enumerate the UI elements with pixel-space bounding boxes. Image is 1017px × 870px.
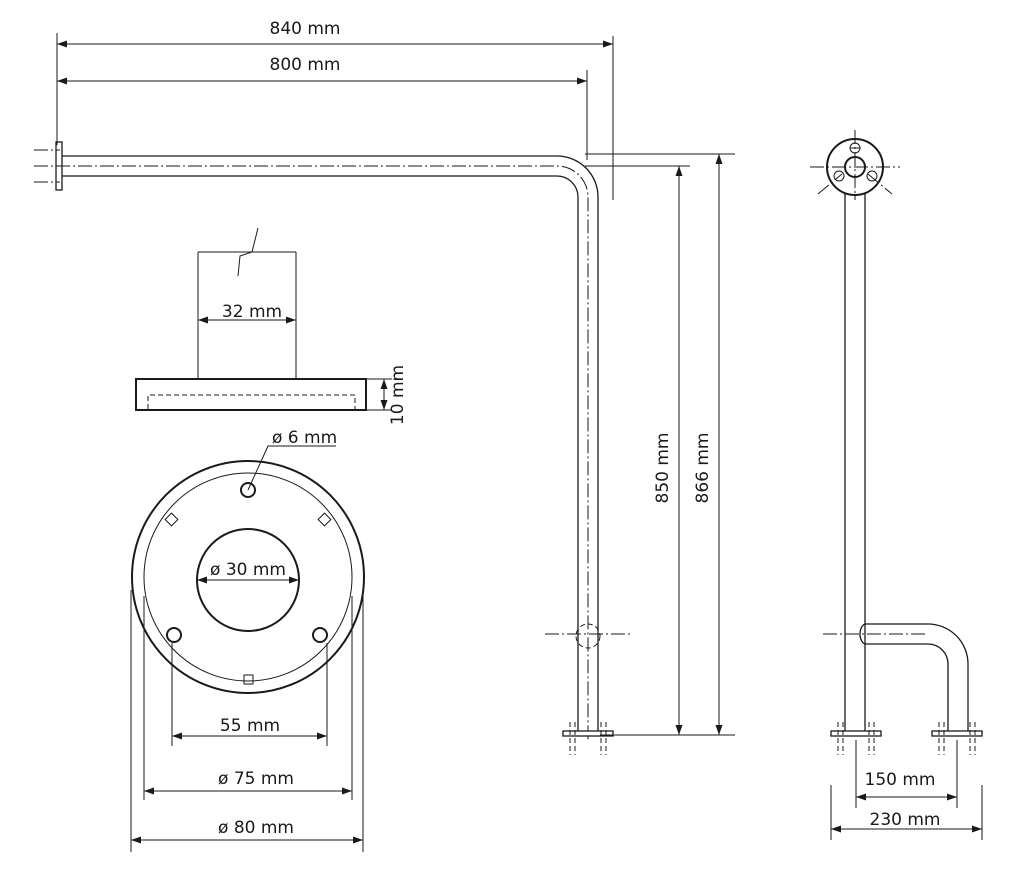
dim-label-55: 55 mm <box>220 716 280 736</box>
rosette-inner-circle <box>143 472 353 682</box>
side-foot-left <box>830 730 882 737</box>
tube-upper-contour <box>62 155 599 735</box>
square-mark-right <box>317 512 332 527</box>
rosette-section-detail: 32 mm 10 mm <box>135 227 408 425</box>
screw-hole-top <box>240 482 256 498</box>
dim-label-150: 150 mm <box>865 770 936 790</box>
side-return-upper <box>865 623 969 733</box>
dim-label-32: 32 mm <box>222 302 282 322</box>
side-return-cap <box>859 623 867 645</box>
tube-lower-contour <box>62 175 579 735</box>
dim-label-6: ø 6 mm <box>272 428 337 448</box>
dim-label-840: 840 mm <box>270 19 341 39</box>
front-view: 840 mm 800 mm 850 mm 866 mm <box>34 19 735 755</box>
dim-label-30: ø 30 mm <box>210 560 286 580</box>
dim-label-230: 230 mm <box>870 810 941 830</box>
section-mark-circle <box>575 623 601 649</box>
break-line <box>237 227 259 277</box>
leader-6 <box>247 445 336 491</box>
rosette-hidden-contour <box>147 394 356 409</box>
square-mark-left <box>164 512 179 527</box>
screw-hole-left <box>166 627 182 643</box>
rosette-plan-detail: ø 6 mm ø 30 mm 55 mm ø 75 mm ø 80 mm <box>130 428 365 852</box>
dim-label-80: ø 80 mm <box>218 818 294 838</box>
side-view: 150 mm 230 mm <box>810 130 983 840</box>
floor-foot <box>562 730 614 737</box>
dim-label-866: 866 mm <box>693 433 713 504</box>
dim-label-800: 800 mm <box>270 55 341 75</box>
side-screw-right <box>866 170 878 182</box>
side-diag-right <box>867 173 893 195</box>
screw-hole-right <box>312 627 328 643</box>
rosette-outer-circle <box>131 460 365 694</box>
dim-label-850: 850 mm <box>653 433 673 504</box>
dim-label-75: ø 75 mm <box>218 769 294 789</box>
side-foot-right <box>931 730 983 737</box>
square-mark-bottom <box>243 674 254 685</box>
side-return-lower <box>865 643 949 733</box>
side-diag-left <box>817 173 843 195</box>
tube-centerline <box>34 165 589 740</box>
side-screw-left <box>833 170 845 182</box>
dim-label-10: 10 mm <box>388 365 408 425</box>
